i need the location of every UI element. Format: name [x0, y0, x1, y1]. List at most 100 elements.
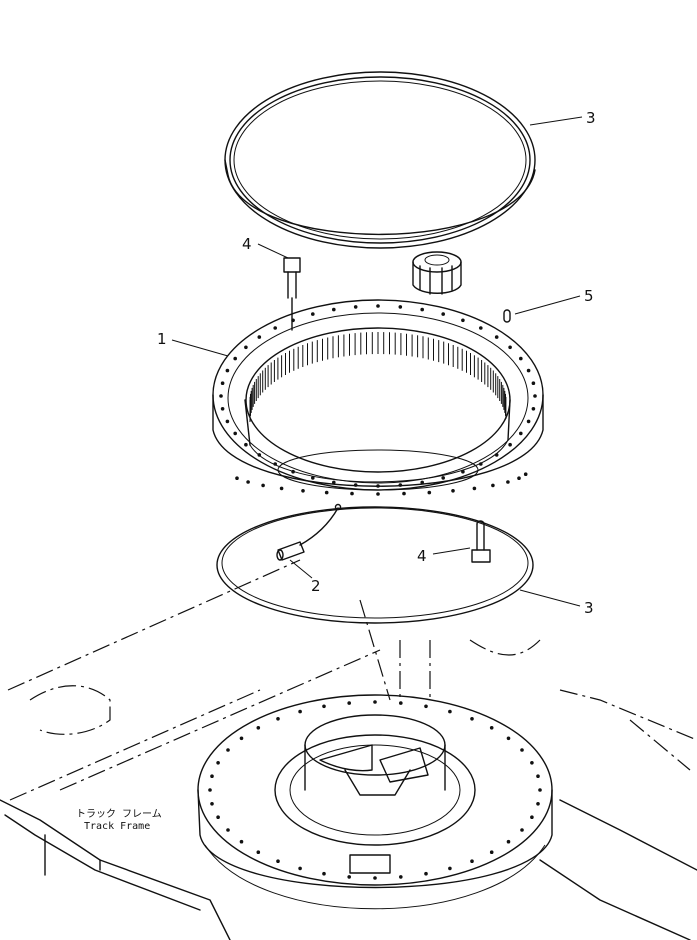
bolt-hole [420, 307, 425, 312]
bolt-hole [276, 859, 280, 863]
bolt-hole [399, 701, 403, 705]
bolt-hole [324, 490, 329, 495]
bolt-hole [298, 709, 302, 714]
bolt-hole [376, 492, 380, 496]
bolt-hole [239, 839, 244, 844]
bolt-hole [291, 469, 295, 474]
bolt-hole [530, 815, 534, 819]
bolt-hole [470, 717, 474, 721]
bolt-upper [283, 257, 301, 331]
bolt-hole [441, 476, 446, 480]
bolt-hole [226, 748, 230, 752]
bolt-hole [424, 871, 428, 876]
track-frame-label-en: Track Frame [84, 821, 150, 832]
bolt-hole [531, 381, 536, 386]
bolt-hole [494, 453, 499, 457]
callout-seal-lower: 3 [584, 599, 594, 617]
bolt-hole [225, 419, 230, 424]
track-frame-label: トラック フレーム Track Frame [76, 808, 162, 832]
bolt-hole [424, 704, 428, 709]
bolt-hole [210, 774, 214, 778]
track-frame [0, 559, 697, 940]
bolt-hole [273, 326, 278, 330]
bolt-hole [246, 480, 250, 484]
callout-bolt-lower: 4 [417, 547, 427, 565]
bolt-hole [350, 491, 354, 496]
seal-ring-lower [216, 506, 534, 624]
bolt-hole [533, 394, 537, 398]
bolt-hole [441, 312, 446, 316]
bolt-hole [494, 335, 499, 339]
bolt-hole [257, 335, 262, 339]
bolt-hole [461, 469, 465, 474]
bolt-hole [448, 866, 452, 871]
bolt-hole [520, 828, 524, 832]
bolt-hole [322, 704, 326, 709]
bolt-hole [519, 356, 523, 361]
bolt-hole [276, 717, 280, 721]
bolt-hole [530, 761, 534, 765]
bolt-hole [523, 472, 528, 477]
bolt-hole [220, 407, 225, 411]
bolt-hole [332, 480, 336, 485]
bolt-hole [508, 345, 512, 350]
bolt-hole [239, 736, 244, 741]
bolt-hole [526, 419, 531, 424]
callout-grease-fitting: 2 [311, 577, 321, 595]
bolt-hole [519, 431, 523, 436]
callout-dowel: 5 [584, 287, 594, 305]
bolt-hole [479, 462, 483, 466]
bolt-hole [398, 305, 403, 309]
bolt-hole [373, 876, 377, 880]
grease-fitting [276, 503, 342, 561]
bolt-hole [451, 489, 455, 493]
bolt-hole [279, 486, 284, 491]
bolt-hole [399, 875, 403, 879]
bolt-hole [520, 748, 524, 752]
bolt-hole [233, 431, 237, 436]
ring-gear [212, 299, 544, 496]
callout-bolt-upper: 4 [242, 235, 252, 253]
bolt-hole [301, 489, 305, 493]
bolt-hole [508, 442, 512, 447]
bolt-hole [489, 726, 494, 730]
track-frame-label-jp: トラック フレーム [76, 808, 162, 820]
bolt-hole [298, 866, 302, 871]
bolt-hole [233, 356, 237, 361]
pinion-gear [412, 251, 462, 295]
bolt-hole [376, 304, 380, 308]
callout-seal-upper: 3 [586, 109, 596, 127]
bolt-hole [273, 462, 278, 466]
bolt-hole [235, 476, 239, 481]
bolt-hole [216, 815, 220, 819]
bolt-hole [461, 318, 465, 323]
bolt-hole [517, 476, 521, 481]
bolt-hole [398, 483, 403, 487]
bolt-hole [244, 442, 248, 447]
bolt-hole [479, 326, 483, 330]
bolt-hole [353, 483, 358, 487]
bolt-hole [353, 305, 358, 309]
bolt-hole [244, 345, 248, 350]
bolt-hole [261, 483, 265, 488]
turntable-base [197, 694, 553, 910]
bolt-hole [526, 368, 531, 373]
seal-ring-upper [224, 71, 536, 249]
bolt-hole [420, 480, 425, 485]
callout-ring-gear: 1 [157, 330, 167, 348]
bolt-hole [347, 701, 352, 705]
bolt-hole [427, 490, 432, 495]
bolt-lower [471, 520, 491, 563]
bolt-hole [402, 491, 406, 496]
bolt-hole [226, 828, 230, 832]
bolt-hole [376, 484, 380, 488]
bolt-hole [491, 483, 495, 488]
callout-labels: 3 4 5 1 2 4 3 [157, 109, 596, 617]
bolt-hole [531, 407, 536, 411]
bolt-hole [311, 476, 315, 480]
bolt-hole [210, 802, 214, 806]
bolt-hole [506, 736, 511, 741]
bolt-hole [472, 486, 477, 491]
bolt-hole [347, 875, 352, 879]
